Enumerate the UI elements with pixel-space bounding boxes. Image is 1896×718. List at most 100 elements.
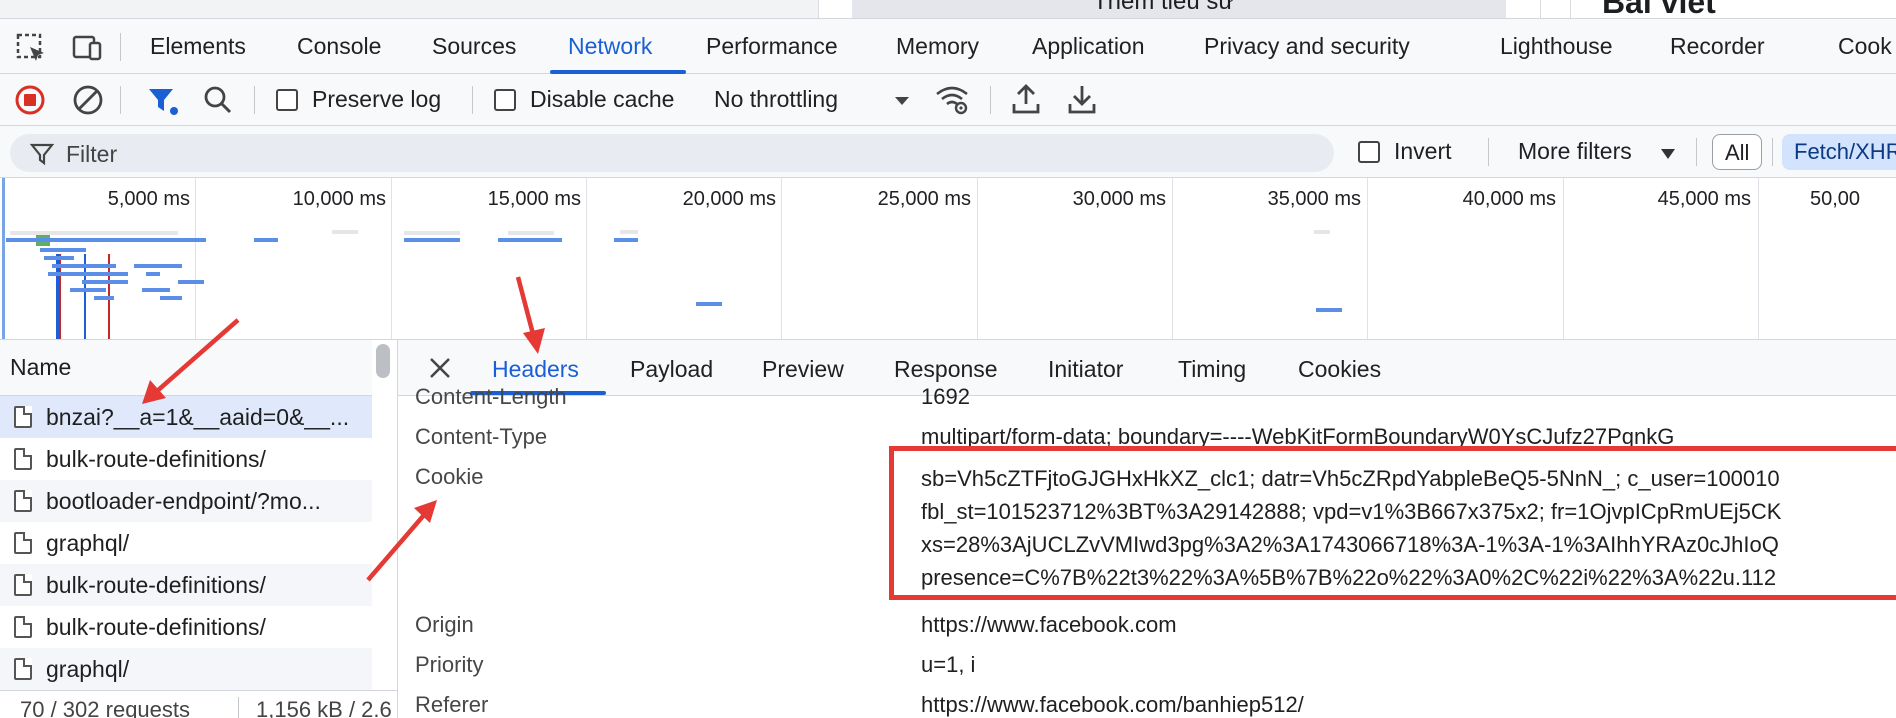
disable-cache-checkbox[interactable] xyxy=(494,89,516,111)
inspect-element-icon[interactable] xyxy=(14,31,48,65)
throttling-select[interactable]: No throttling xyxy=(714,86,839,112)
filter-bar: Filter Invert More filters All Fetch/XHR xyxy=(0,126,1896,178)
tab-initiator[interactable]: Initiator xyxy=(1048,356,1124,382)
page-gray-area xyxy=(0,0,818,18)
tab-network[interactable]: Network xyxy=(568,33,653,59)
waterfall-bar xyxy=(146,272,160,276)
document-icon xyxy=(14,616,32,638)
load-event-marker xyxy=(59,254,61,339)
waterfall-bar xyxy=(332,230,358,234)
timeline-tick-label: 45,000 ms xyxy=(1657,188,1751,210)
header-key-origin: Origin xyxy=(415,612,474,637)
toolbar-divider xyxy=(1772,138,1773,166)
toolbar-divider xyxy=(1488,138,1489,166)
timeline-gridline xyxy=(1563,178,1564,339)
waterfall-bar xyxy=(696,302,722,306)
request-row[interactable]: bnzai?__a=1&__aaid=0&__... xyxy=(0,396,372,438)
active-tab-indicator xyxy=(550,70,686,74)
tab-application[interactable]: Application xyxy=(1032,33,1145,59)
filter-chip-all[interactable]: All xyxy=(1712,134,1763,170)
page-divider xyxy=(818,0,819,18)
waterfall-bar xyxy=(614,238,638,242)
tab-payload[interactable]: Payload xyxy=(630,356,714,382)
tab-privacy-and-security[interactable]: Privacy and security xyxy=(1204,33,1410,59)
toolbar-divider xyxy=(120,86,121,114)
request-row[interactable]: graphql/ xyxy=(0,522,372,564)
request-name: bootloader-endpoint/?mo... xyxy=(46,488,321,514)
header-key-content-type: Content-Type xyxy=(415,424,548,449)
export-har-icon[interactable] xyxy=(1066,82,1098,116)
tab-cookies[interactable]: Cook xyxy=(1838,33,1892,59)
waterfall-bar xyxy=(70,288,106,292)
tab-preview[interactable]: Preview xyxy=(762,356,844,382)
request-name: bulk-route-definitions/ xyxy=(46,572,266,598)
invert-checkbox[interactable] xyxy=(1358,141,1380,163)
preserve-log-label: Preserve log xyxy=(312,86,442,112)
request-row[interactable]: bulk-route-definitions/ xyxy=(0,606,372,648)
timeline-tick-label: 30,000 ms xyxy=(1072,188,1166,210)
header-value-cookie-line: fbl_st=101523712%3BT%3A29142888; vpd=v1%… xyxy=(921,499,1782,524)
tab-recorder[interactable]: Recorder xyxy=(1670,33,1765,59)
tab-performance[interactable]: Performance xyxy=(706,33,838,59)
record-stop-icon[interactable] xyxy=(14,84,46,116)
chevron-down-icon[interactable] xyxy=(894,96,910,106)
tab-elements[interactable]: Elements xyxy=(150,33,246,59)
tab-lighthouse[interactable]: Lighthouse xyxy=(1500,33,1613,59)
timeline-tick-label: 20,000 ms xyxy=(682,188,776,210)
filter-active-icon[interactable] xyxy=(146,84,180,118)
waterfall-bar xyxy=(160,296,182,300)
request-list-scrollbar[interactable] xyxy=(376,344,390,378)
request-name: graphql/ xyxy=(46,656,130,682)
header-key-priority: Priority xyxy=(415,652,484,677)
page-add-bio-text: Thêm tiểu sử xyxy=(1093,0,1235,15)
timeline-gridline xyxy=(586,178,587,339)
filter-chip-fetch-xhr[interactable]: Fetch/XHR xyxy=(1782,134,1896,170)
more-filters-button[interactable]: More filters xyxy=(1518,138,1632,164)
tab-headers[interactable]: Headers xyxy=(492,356,579,382)
request-row[interactable]: bootloader-endpoint/?mo... xyxy=(0,480,372,522)
timeline-overview[interactable]: 5,000 ms 10,000 ms 15,000 ms 20,000 ms 2… xyxy=(0,178,1896,340)
timeline-selection-handle[interactable] xyxy=(2,178,5,339)
filter-input[interactable]: Filter xyxy=(10,134,1334,172)
tab-console[interactable]: Console xyxy=(297,33,382,59)
document-icon xyxy=(14,658,32,680)
tab-cookies[interactable]: Cookies xyxy=(1298,356,1382,382)
name-column-header[interactable]: Name xyxy=(0,340,372,396)
waterfall-bar xyxy=(620,230,638,234)
request-row[interactable]: graphql/ xyxy=(0,648,372,690)
timeline-tick-label: 25,000 ms xyxy=(877,188,971,210)
tab-response[interactable]: Response xyxy=(894,356,998,382)
waterfall-bar xyxy=(48,272,128,276)
device-toolbar-icon[interactable] xyxy=(70,31,104,65)
filter-icon xyxy=(30,143,54,166)
transferred-size: 1,156 kB / 2.6 xyxy=(256,697,392,718)
search-icon[interactable] xyxy=(202,84,234,116)
waterfall-bar xyxy=(6,238,206,242)
network-conditions-icon[interactable] xyxy=(934,82,970,116)
document-icon xyxy=(14,490,32,512)
clear-icon[interactable] xyxy=(72,84,104,116)
preserve-log-checkbox[interactable] xyxy=(276,89,298,111)
header-key-referer: Referer xyxy=(415,692,489,717)
tab-timing[interactable]: Timing xyxy=(1178,356,1247,382)
header-value-content-type: multipart/form-data; boundary=----WebKit… xyxy=(921,424,1675,449)
close-icon[interactable] xyxy=(428,356,452,380)
import-har-icon[interactable] xyxy=(1010,82,1042,116)
tab-sources[interactable]: Sources xyxy=(432,33,517,59)
request-row[interactable]: bulk-route-definitions/ xyxy=(0,564,372,606)
page-add-bio-button[interactable] xyxy=(852,0,1506,18)
name-column-label: Name xyxy=(10,354,72,380)
waterfall-bar xyxy=(498,238,562,242)
timeline-gridline xyxy=(391,178,392,339)
waterfall-bar xyxy=(134,264,182,268)
toolbar-divider xyxy=(254,86,255,114)
timeline-gridline xyxy=(195,178,196,339)
header-key-cookie: Cookie xyxy=(415,464,484,489)
header-value-cookie-line: presence=C%7B%22t3%22%3A%5B%7B%22o%22%3A… xyxy=(921,565,1777,590)
request-row[interactable]: bulk-route-definitions/ xyxy=(0,438,372,480)
dropdown-arrow-icon[interactable] xyxy=(1660,148,1676,160)
timeline-gridline xyxy=(781,178,782,339)
document-icon xyxy=(14,532,32,554)
status-divider xyxy=(238,697,239,718)
tab-memory[interactable]: Memory xyxy=(896,33,980,59)
